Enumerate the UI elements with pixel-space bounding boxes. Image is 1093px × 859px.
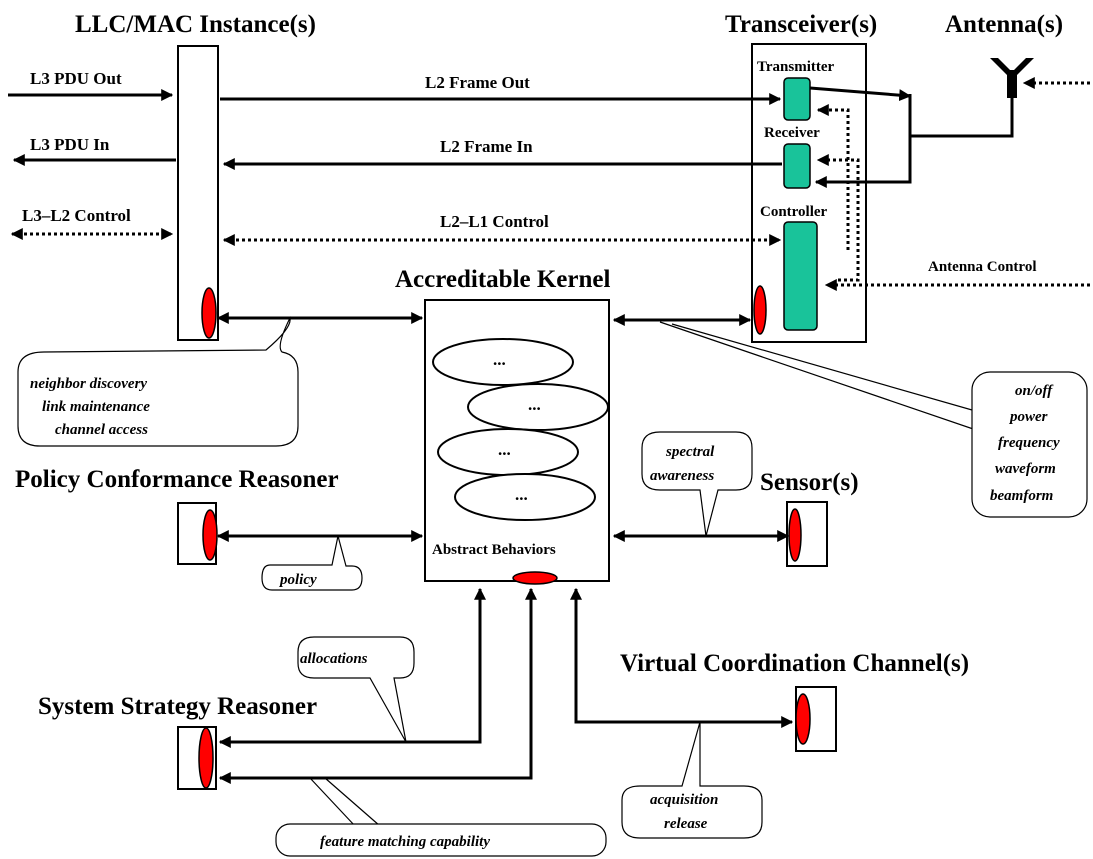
allocations-label: allocations [300,651,368,667]
radio-callout-line-a [659,321,983,433]
antennas-title: Antenna(s) [945,11,1063,38]
antenna-feed-line [910,90,1014,138]
allocations-callout-bubble [297,636,415,743]
l3-l2-control-label: L3–L2 Control [22,206,131,225]
radio-line-4: waveform [995,461,1056,477]
policy-reasoner-port[interactable] [202,509,218,561]
behavior-ellipse-1 [432,338,574,386]
transceivers-title: Transceiver(s) [725,11,877,38]
behavior-glyph-2: ... [528,395,541,414]
transmitter-to-antenna-line [809,86,912,102]
behavior-glyph-1: ... [493,350,506,369]
radio-line-3: frequency [998,435,1060,451]
transmitter-label: Transmitter [757,59,835,75]
l3-pdu-in-label: L3 PDU In [30,135,110,154]
antenna-to-receiver-line [814,94,912,188]
behavior-glyph-3: ... [498,440,511,459]
transceiver-port[interactable] [753,285,767,335]
llc-mac-box [177,45,219,341]
abstract-behaviors-label: Abstract Behaviors [432,542,556,558]
kernel-virtual-channel-arrow [570,587,794,728]
l2-l1-control-label: L2–L1 Control [440,212,549,231]
feature-callout-bubble [275,823,607,857]
antenna-control-label: Antenna Control [928,259,1037,275]
policy-reasoner-title: Policy Conformance Reasoner [15,466,339,493]
neighbor-callout-bubble [17,316,299,447]
virtual-channel-port[interactable] [795,693,811,745]
receiver-block[interactable] [783,143,811,189]
receiver-label: Receiver [764,125,820,141]
strategy-reasoner-title: System Strategy Reasoner [38,693,317,720]
controller-to-receiver-dotted [816,154,860,282]
behavior-ellipse-2 [467,383,609,431]
acquisition-line-2: release [664,816,708,832]
acquisition-line-1: acquisition [650,792,718,808]
l2-frame-out-label: L2 Frame Out [425,73,530,92]
spectral-callout-bubble [641,431,753,537]
spectral-line-2: awareness [650,468,714,484]
kernel-port[interactable] [512,571,558,585]
feature-label: feature matching capability [320,834,490,850]
sensor-port[interactable] [788,508,802,562]
acquisition-callout-bubble [621,721,763,839]
controller-label: Controller [760,204,828,220]
neighbor-line-3: channel access [55,422,148,438]
neighbor-line-1: neighbor discovery [30,376,147,392]
controller-block[interactable] [783,221,818,331]
behavior-ellipse-4 [454,473,596,521]
l3-pdu-out-label: L3 PDU Out [30,69,122,88]
radio-line-2: power [1008,409,1048,425]
controller-to-transmitter-dotted [816,104,850,250]
spectral-line-1: spectral [665,444,715,460]
kernel-title: Accreditable Kernel [395,266,610,293]
radio-callout-bubble [971,371,1088,518]
feature-callout-line-b [324,777,381,827]
llc-mac-title: LLC/MAC Instance(s) [75,11,316,38]
llc-mac-port[interactable] [201,287,217,339]
radio-callout-line-b [671,323,1001,419]
virtual-channel-title: Virtual Coordination Channel(s) [620,650,969,677]
feature-callout-line-a [309,777,356,827]
strategy-reasoner-port[interactable] [198,727,214,789]
policy-label: policy [278,572,317,588]
radio-line-5: beamform [990,488,1053,504]
sensors-title: Sensor(s) [760,469,859,496]
radio-line-1: on/off [1015,383,1054,399]
transmitter-block[interactable] [783,77,811,121]
behavior-glyph-4: ... [515,485,528,504]
neighbor-line-2: link maintenance [42,399,150,415]
antenna-icon [990,58,1034,98]
l2-frame-in-label: L2 Frame In [440,137,533,156]
feature-arrow [218,587,537,784]
